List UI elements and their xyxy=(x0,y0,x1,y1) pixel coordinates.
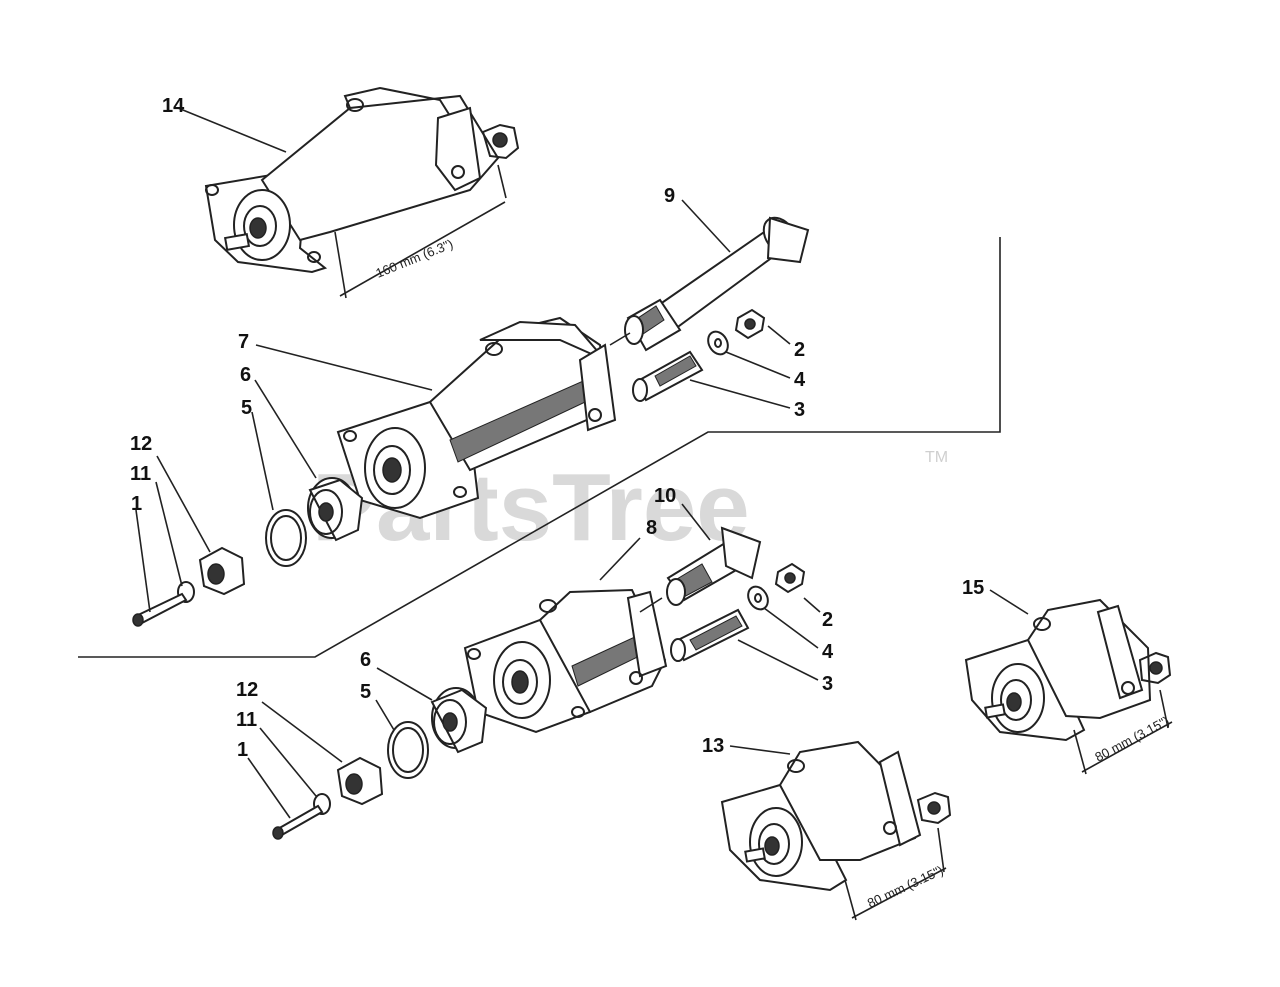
callout-5-upper: 5 xyxy=(241,397,252,419)
callout-12-upper: 12 xyxy=(130,433,152,455)
housing-7-drawing xyxy=(336,316,631,520)
callout-13: 13 xyxy=(702,735,724,757)
callout-1-upper: 1 xyxy=(131,493,142,515)
housing-8-drawing xyxy=(463,588,668,734)
stud-washer-nut-upper-drawing xyxy=(632,308,766,402)
starter-14-drawing xyxy=(204,86,520,299)
bearing-assembly-lower-drawing xyxy=(272,687,488,840)
callout-15: 15 xyxy=(962,577,984,599)
callout-11-upper: 11 xyxy=(130,463,151,485)
callout-14: 14 xyxy=(162,95,185,117)
callout-7: 7 xyxy=(238,331,249,353)
starter-15-drawing xyxy=(964,598,1173,775)
callout-4-upper: 4 xyxy=(794,369,806,391)
stud-washer-nut-lower-drawing xyxy=(670,562,806,662)
callout-8: 8 xyxy=(646,517,657,539)
callout-3-lower: 3 xyxy=(822,673,833,695)
short-shaft-10-drawing xyxy=(666,526,762,606)
callout-6-upper: 6 xyxy=(240,364,251,386)
callout-5-lower: 5 xyxy=(360,681,371,703)
callout-3-upper: 3 xyxy=(794,399,805,421)
section-divider xyxy=(78,237,1001,658)
callout-10: 10 xyxy=(654,485,676,507)
bearing-assembly-upper-drawing xyxy=(132,477,364,627)
callout-numbers: 14 9 7 6 5 12 11 1 2 4 3 10 8 2 4 3 6 5 … xyxy=(130,95,984,761)
callout-4-lower: 4 xyxy=(822,641,834,663)
dimension-15: 80 mm (3.15") xyxy=(1092,713,1171,765)
leader-lines xyxy=(135,107,1029,819)
callout-1-lower: 1 xyxy=(237,739,248,761)
callout-2-upper: 2 xyxy=(794,339,805,361)
callout-12-lower: 12 xyxy=(236,679,258,701)
drive-shaft-9-drawing xyxy=(624,216,810,352)
callout-11-lower: 11 xyxy=(236,709,257,731)
starter-13-drawing xyxy=(720,740,952,921)
callout-9: 9 xyxy=(664,185,675,207)
callout-2-lower: 2 xyxy=(822,609,833,631)
dimension-13: 80 mm (3.15") xyxy=(865,863,946,911)
dimension-14: 160 mm (6.3") xyxy=(374,236,456,281)
watermark-trademark: TM xyxy=(925,449,948,466)
callout-6-lower: 6 xyxy=(360,649,371,671)
